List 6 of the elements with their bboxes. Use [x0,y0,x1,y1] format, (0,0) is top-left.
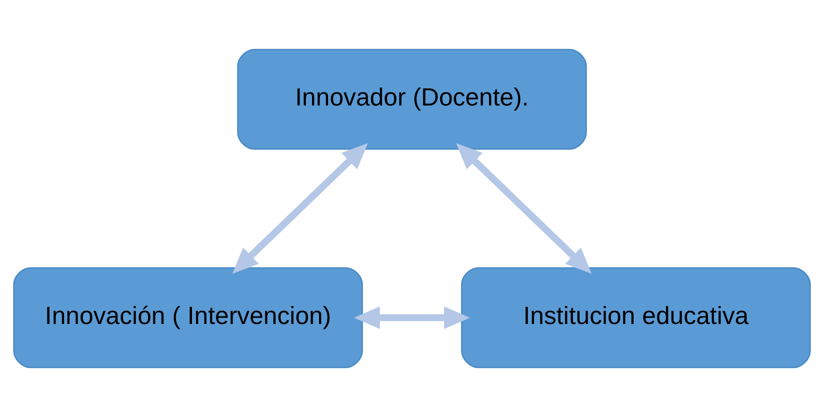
node-box: Innovación ( Intervencion) [13,267,363,368]
arrow [456,143,592,274]
arrow [354,306,470,330]
arrow [232,143,368,274]
node-box: Institucion educativa [461,267,811,368]
node-box: Innovador (Docente). [237,48,587,150]
